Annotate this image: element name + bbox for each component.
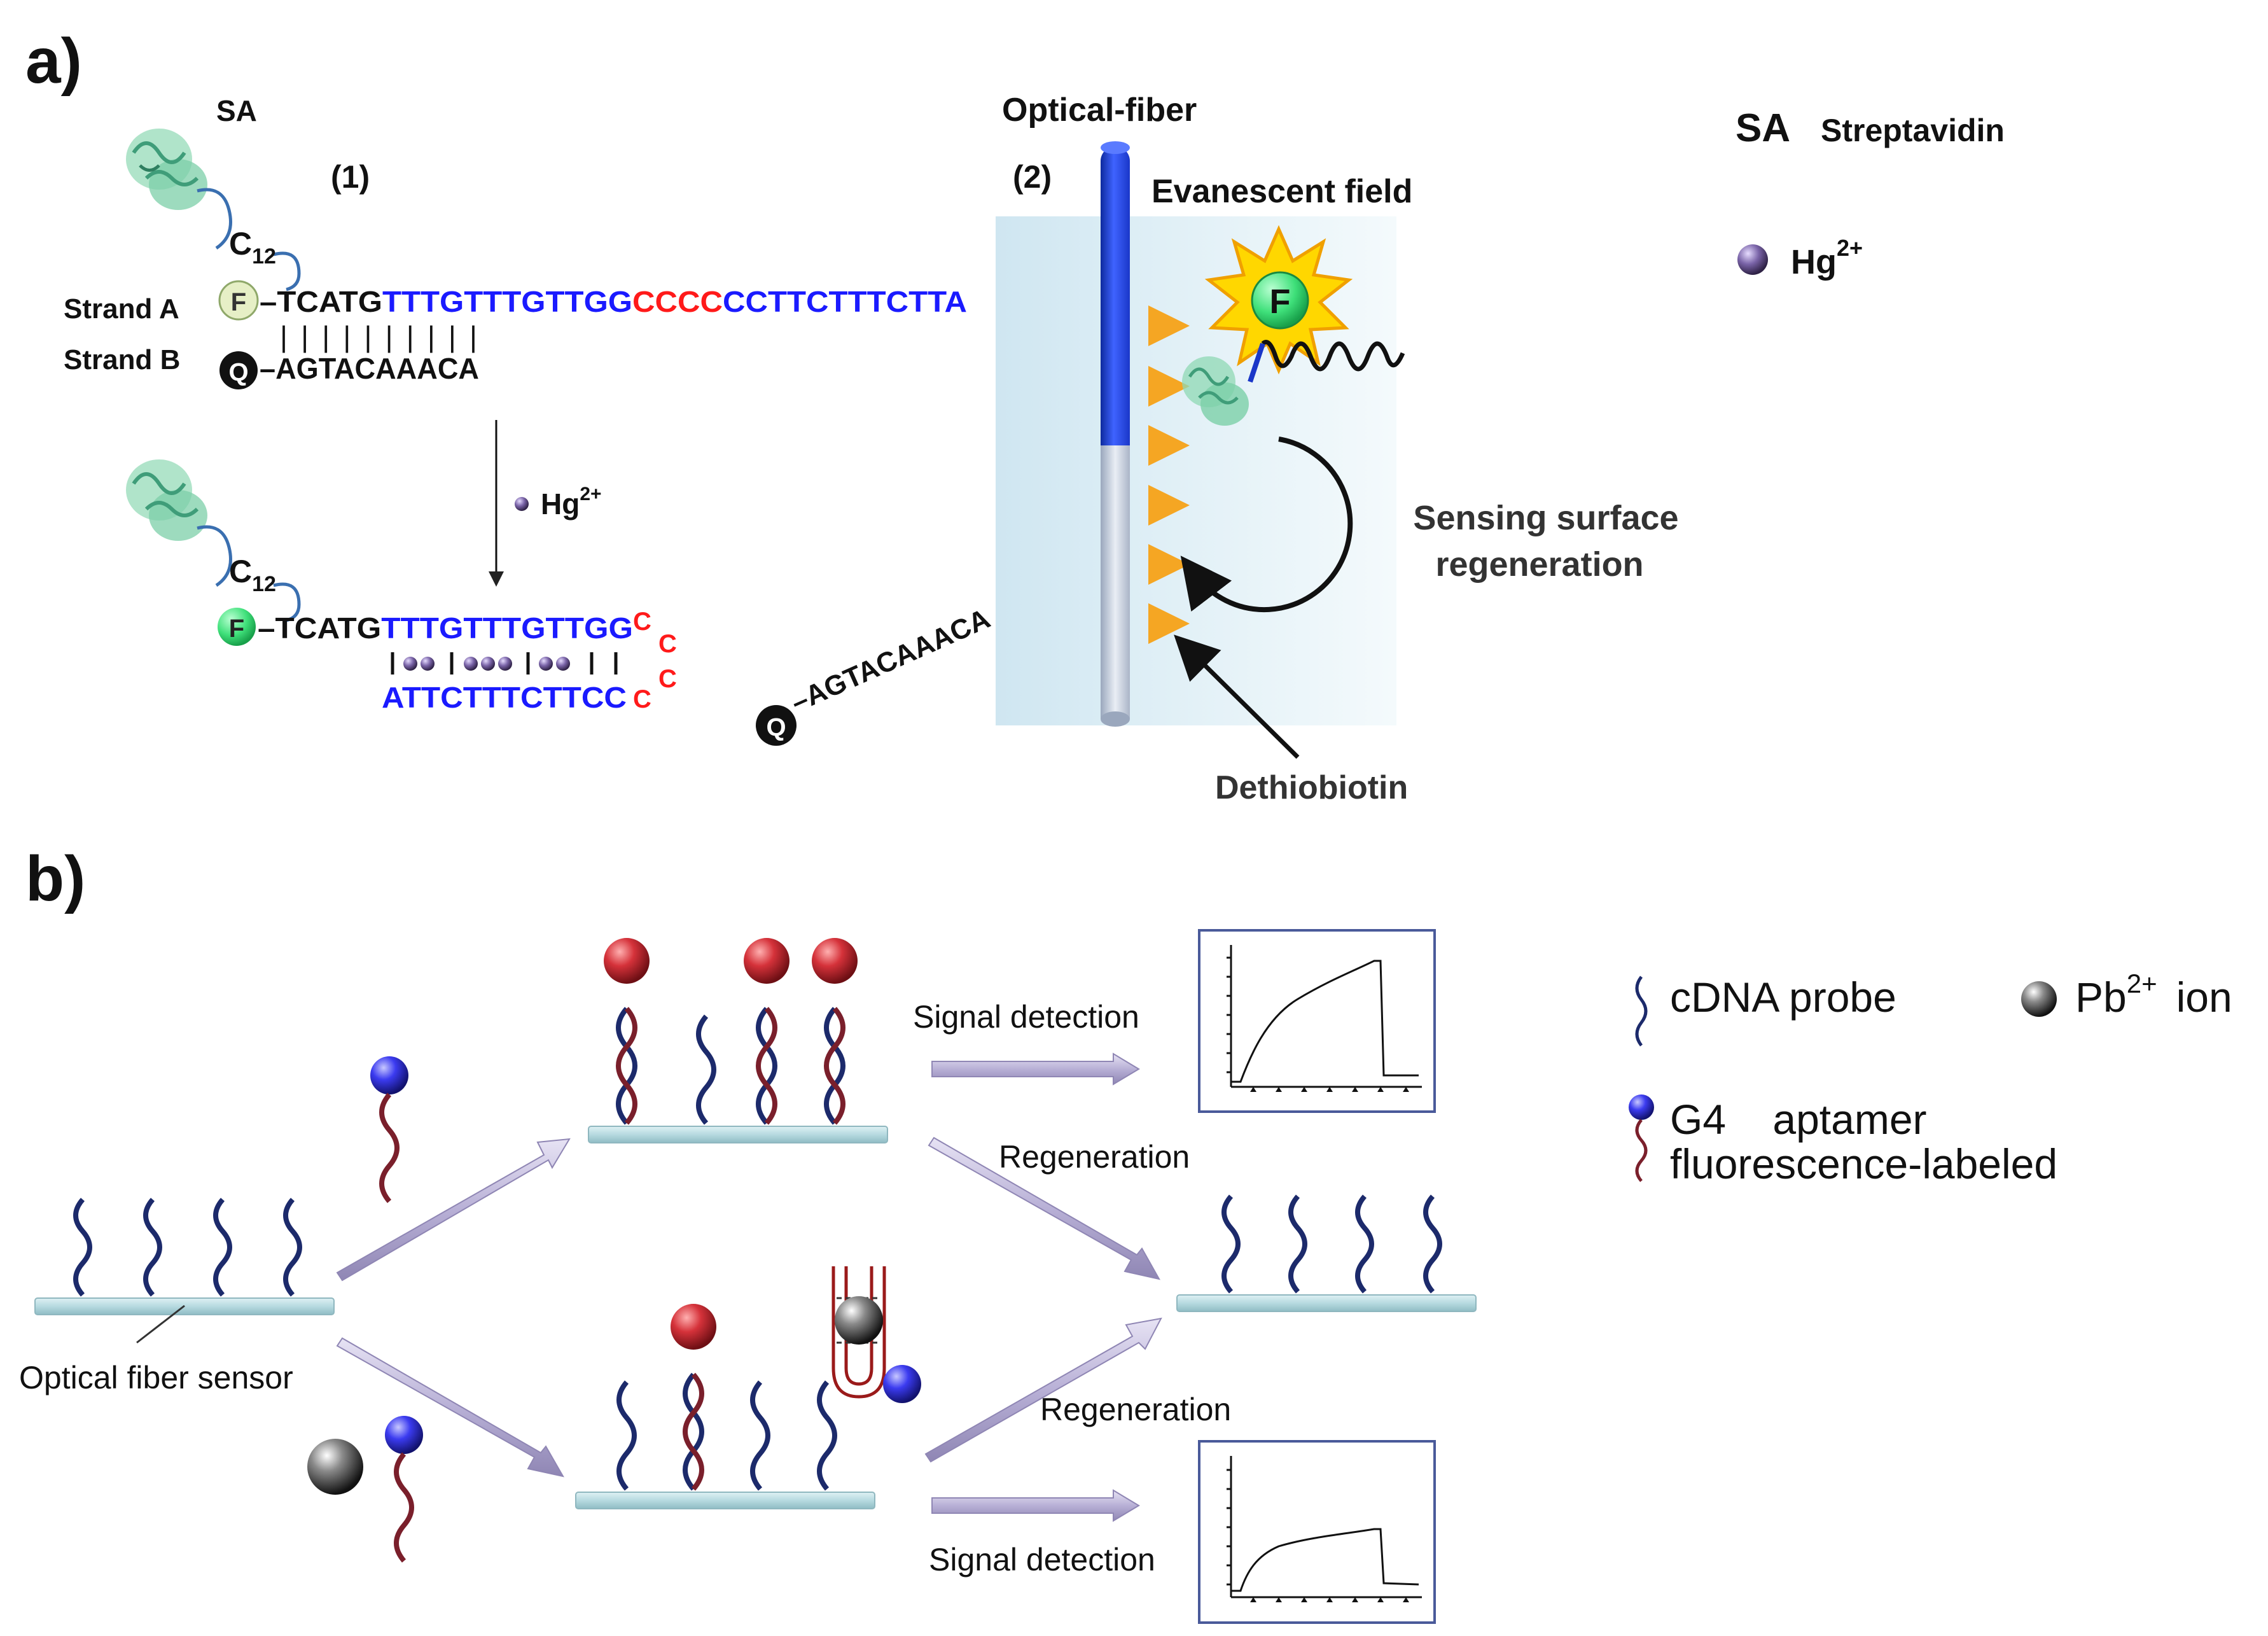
quencher-q-circle xyxy=(219,351,258,389)
step-1-label: (1) xyxy=(331,159,370,195)
free-quencher-q-letter: Q xyxy=(766,713,786,741)
legend-pb-label: Pb2+ion xyxy=(2075,968,2232,1021)
strand-b-sequence: –AGTACAAACA xyxy=(260,352,479,385)
fluorophore-f-green xyxy=(218,608,256,646)
fluorophore-f-green-letter: F xyxy=(229,615,244,643)
star-fluorophore-f-letter: F xyxy=(1270,283,1291,321)
legend-cdna-probe-icon xyxy=(1635,975,1648,1047)
cdna-probe-bottom-2 xyxy=(750,1380,770,1491)
c12-linker-bottom xyxy=(197,525,301,622)
regeneration-arrow-bottom xyxy=(924,1317,1162,1463)
legend-sa-abbr: SA xyxy=(1736,106,1790,150)
aptamer-blue-ball-top xyxy=(370,1056,408,1094)
legend-cdna-label: cDNA probe xyxy=(1670,974,1896,1021)
hairpin-loop-c2: C xyxy=(658,630,677,658)
c12-linker-top xyxy=(197,188,301,291)
optical-fiber-label: Optical-fiber xyxy=(1002,92,1197,129)
dethiobiotin-triangles xyxy=(1148,305,1190,644)
strand-pairing-lines: |||||||||| xyxy=(280,320,477,353)
cdna-probes-left xyxy=(73,1198,302,1297)
aptamer-strand-bottom xyxy=(394,1452,414,1563)
plate-right xyxy=(1176,1294,1477,1312)
panel-b-label: b) xyxy=(25,843,85,914)
signal-graph-bottom xyxy=(1198,1440,1436,1624)
dethiobiotin-pointer xyxy=(1174,634,1300,759)
cdna-probes-right xyxy=(1221,1194,1442,1294)
panel-b: b) Optical fiber sensor xyxy=(19,843,2232,1624)
optical-fiber-tip xyxy=(1101,445,1130,719)
duplex-helix-top-3 xyxy=(812,938,858,1125)
legend-pb-ion-icon xyxy=(2021,981,2057,1017)
optical-fiber-sensor-pointer xyxy=(136,1304,185,1344)
wavy-dna-strand xyxy=(1261,340,1405,372)
hairpin-loop-c3: C xyxy=(658,665,677,693)
panel-a-label: a) xyxy=(25,25,82,97)
sensing-regeneration-line2: regeneration xyxy=(1435,545,1643,584)
legend-g4-line1: G4 aptamer xyxy=(1670,1096,1927,1143)
cdna-probe-bottom-3 xyxy=(817,1380,837,1491)
c12-bottom: C12 xyxy=(229,554,276,596)
wavy-dna-linker xyxy=(1248,342,1265,383)
cdna-probe-bottom-1 xyxy=(616,1380,637,1491)
legend-hg-label: Hg2+ xyxy=(1791,235,1863,281)
plate-top xyxy=(588,1126,888,1143)
optical-fiber-top xyxy=(1101,141,1130,154)
c12-top: C12 xyxy=(229,226,276,269)
hairpin-pairing-row xyxy=(391,652,618,675)
free-strand-sequence: –AGTACAAACA xyxy=(786,603,994,718)
regeneration-arrow-top xyxy=(928,1136,1160,1280)
signal-arrow-top xyxy=(931,1052,1140,1086)
legend-hg-ion-icon xyxy=(1737,244,1768,275)
aptamer-strand-top xyxy=(379,1093,400,1203)
evanescent-field-label: Evanescent field xyxy=(1151,173,1412,210)
fluorophore-f-circle xyxy=(218,280,259,321)
legend-aptamer-ball-icon xyxy=(1629,1094,1654,1120)
duplex-helix-top-1 xyxy=(604,938,650,1125)
hairpin-loop-c1: C xyxy=(633,608,651,636)
plate-bottom xyxy=(575,1492,875,1509)
aptamer-blue-ball-bottom xyxy=(385,1416,423,1454)
legend-g4-line2: fluorescence-labeled xyxy=(1670,1140,2057,1187)
star-fluorophore-f xyxy=(1251,271,1309,330)
g4-pb-complex xyxy=(831,1266,921,1403)
sensing-regeneration-line1: Sensing surface xyxy=(1413,499,1678,537)
streptavidin-protein-top xyxy=(126,129,207,210)
hairpin-bottom-sequence: ATTCTTTCTTCC xyxy=(382,681,627,714)
hg-ion-small xyxy=(515,497,529,511)
duplex-helix-top-2 xyxy=(744,938,790,1125)
signal-detection-bottom-label: Signal detection xyxy=(929,1542,1155,1577)
arrow-to-bottom-plate xyxy=(336,1337,564,1478)
step-2-label: (2) xyxy=(1013,159,1052,195)
legend-aptamer-strand-icon xyxy=(1635,1119,1648,1182)
sa-top-label: SA xyxy=(216,94,257,127)
signal-arrow-bottom xyxy=(931,1489,1140,1522)
fluorophore-f-letter: F xyxy=(231,288,246,316)
legend-sa-full: Streptavidin xyxy=(1821,113,2005,148)
quencher-q-letter: Q xyxy=(228,358,248,386)
hg-arrow-label: Hg2+ xyxy=(541,484,602,521)
panel-a: a) SA (1) C12 Strand A Strand B F Q –TCA… xyxy=(25,25,2005,806)
arrow-to-top-plate xyxy=(336,1138,571,1282)
regeneration-circular-arrow xyxy=(1180,437,1353,613)
hairpin-loop-c4: C xyxy=(633,685,651,713)
duplex-helix-bottom xyxy=(671,1304,716,1491)
dethiobiotin-label: Dethiobiotin xyxy=(1215,769,1408,806)
optical-fiber-end xyxy=(1101,711,1130,727)
streptavidin-protein-field xyxy=(1182,356,1249,426)
signal-graph-top xyxy=(1198,929,1436,1113)
regeneration-top-label: Regeneration xyxy=(999,1139,1190,1175)
cdna-probe-top-single xyxy=(696,1014,716,1125)
pb-ion-ball-left xyxy=(307,1439,363,1495)
optical-fiber-sensor-label: Optical fiber sensor xyxy=(19,1360,293,1395)
evanescent-field-area xyxy=(996,216,1396,725)
streptavidin-protein-bottom xyxy=(126,459,207,541)
strand-b-label: Strand B xyxy=(64,344,180,375)
signal-detection-top-label: Signal detection xyxy=(913,999,1139,1035)
free-quencher-q xyxy=(756,705,797,746)
regeneration-bottom-label: Regeneration xyxy=(1040,1392,1231,1427)
strand-a-label: Strand A xyxy=(64,293,179,325)
